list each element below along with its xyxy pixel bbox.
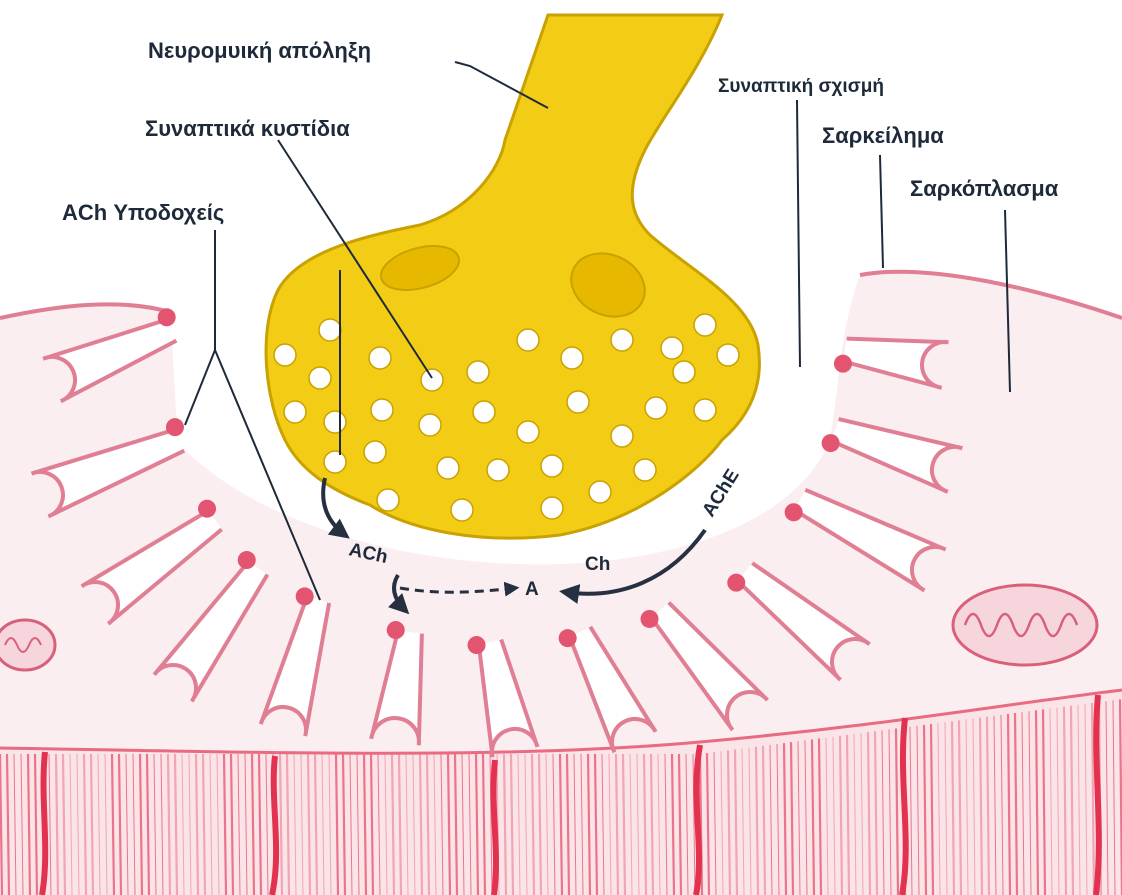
synaptic-vesicle [517,329,539,351]
synaptic-vesicle [694,399,716,421]
synaptic-vesicle [487,459,509,481]
synaptic-vesicle [541,497,563,519]
ach-receptor-patch [785,503,803,521]
ach-receptor-patch [727,574,745,592]
synaptic-vesicle [371,399,393,421]
ach-receptor-patch [198,500,216,518]
synaptic-vesicle [309,367,331,389]
ach-receptor-patch [468,636,486,654]
label-sarcoplasm: Σαρκόπλασμα [910,176,1059,201]
z-line [696,745,700,895]
ach-receptor-patch [559,629,577,647]
synaptic-vesicle [421,369,443,391]
synaptic-vesicle [451,499,473,521]
synaptic-vesicle [611,425,633,447]
label-ach-receptors: ACh Υποδοχείς [62,200,224,225]
z-line [494,760,496,895]
synaptic-vesicle [717,344,739,366]
synaptic-vesicle [589,481,611,503]
synaptic-vesicle [369,347,391,369]
synaptic-vesicle [324,411,346,433]
z-line [42,752,45,895]
z-line [1096,695,1099,895]
ach-receptor-patch [387,621,405,639]
ach-receptor-patch [166,418,184,436]
ach-receptor-patch [822,434,840,452]
label-a: A [525,579,539,600]
label-synaptic-vesicles: Συναπτικά κυστίδια [145,116,350,141]
ach-receptor-patch [238,551,256,569]
synaptic-vesicle [661,337,683,359]
synaptic-vesicle [419,414,441,436]
synaptic-vesicle [274,344,296,366]
mitochondrion-edge [0,620,55,670]
synaptic-vesicle [645,397,667,419]
ach-receptor-patch [834,355,852,373]
synaptic-vesicle [634,459,656,481]
synaptic-vesicle [319,319,341,341]
synaptic-vesicle [561,347,583,369]
z-line [272,756,276,895]
mitochondrion-sarcoplasm [953,585,1097,665]
ach-receptor-patch [641,610,659,628]
label-neuromuscular-ending: Νευρομυική απόληξη [148,38,371,63]
synaptic-vesicle [284,401,306,423]
synaptic-vesicle [673,361,695,383]
synaptic-vesicle [611,329,633,351]
z-line [902,718,906,895]
label-ch: Ch [585,554,610,575]
synaptic-vesicle [694,314,716,336]
synaptic-vesicle [541,455,563,477]
leader-sarcolemma [880,155,883,268]
ach-receptor-patch [296,587,314,605]
synaptic-vesicle [567,391,589,413]
synaptic-vesicle [517,421,539,443]
ach-receptor-patch [158,308,176,326]
leader-synaptic-cleft [797,100,800,367]
synaptic-vesicle [377,489,399,511]
label-synaptic-cleft: Συναπτική σχισμή [718,76,884,97]
synaptic-vesicle [473,401,495,423]
label-sarcolemma: Σαρκείλημα [822,123,944,148]
synaptic-vesicle [467,361,489,383]
synaptic-vesicle [324,451,346,473]
label-ache: AChE [698,466,743,521]
synaptic-vesicle [364,441,386,463]
synaptic-vesicle [437,457,459,479]
